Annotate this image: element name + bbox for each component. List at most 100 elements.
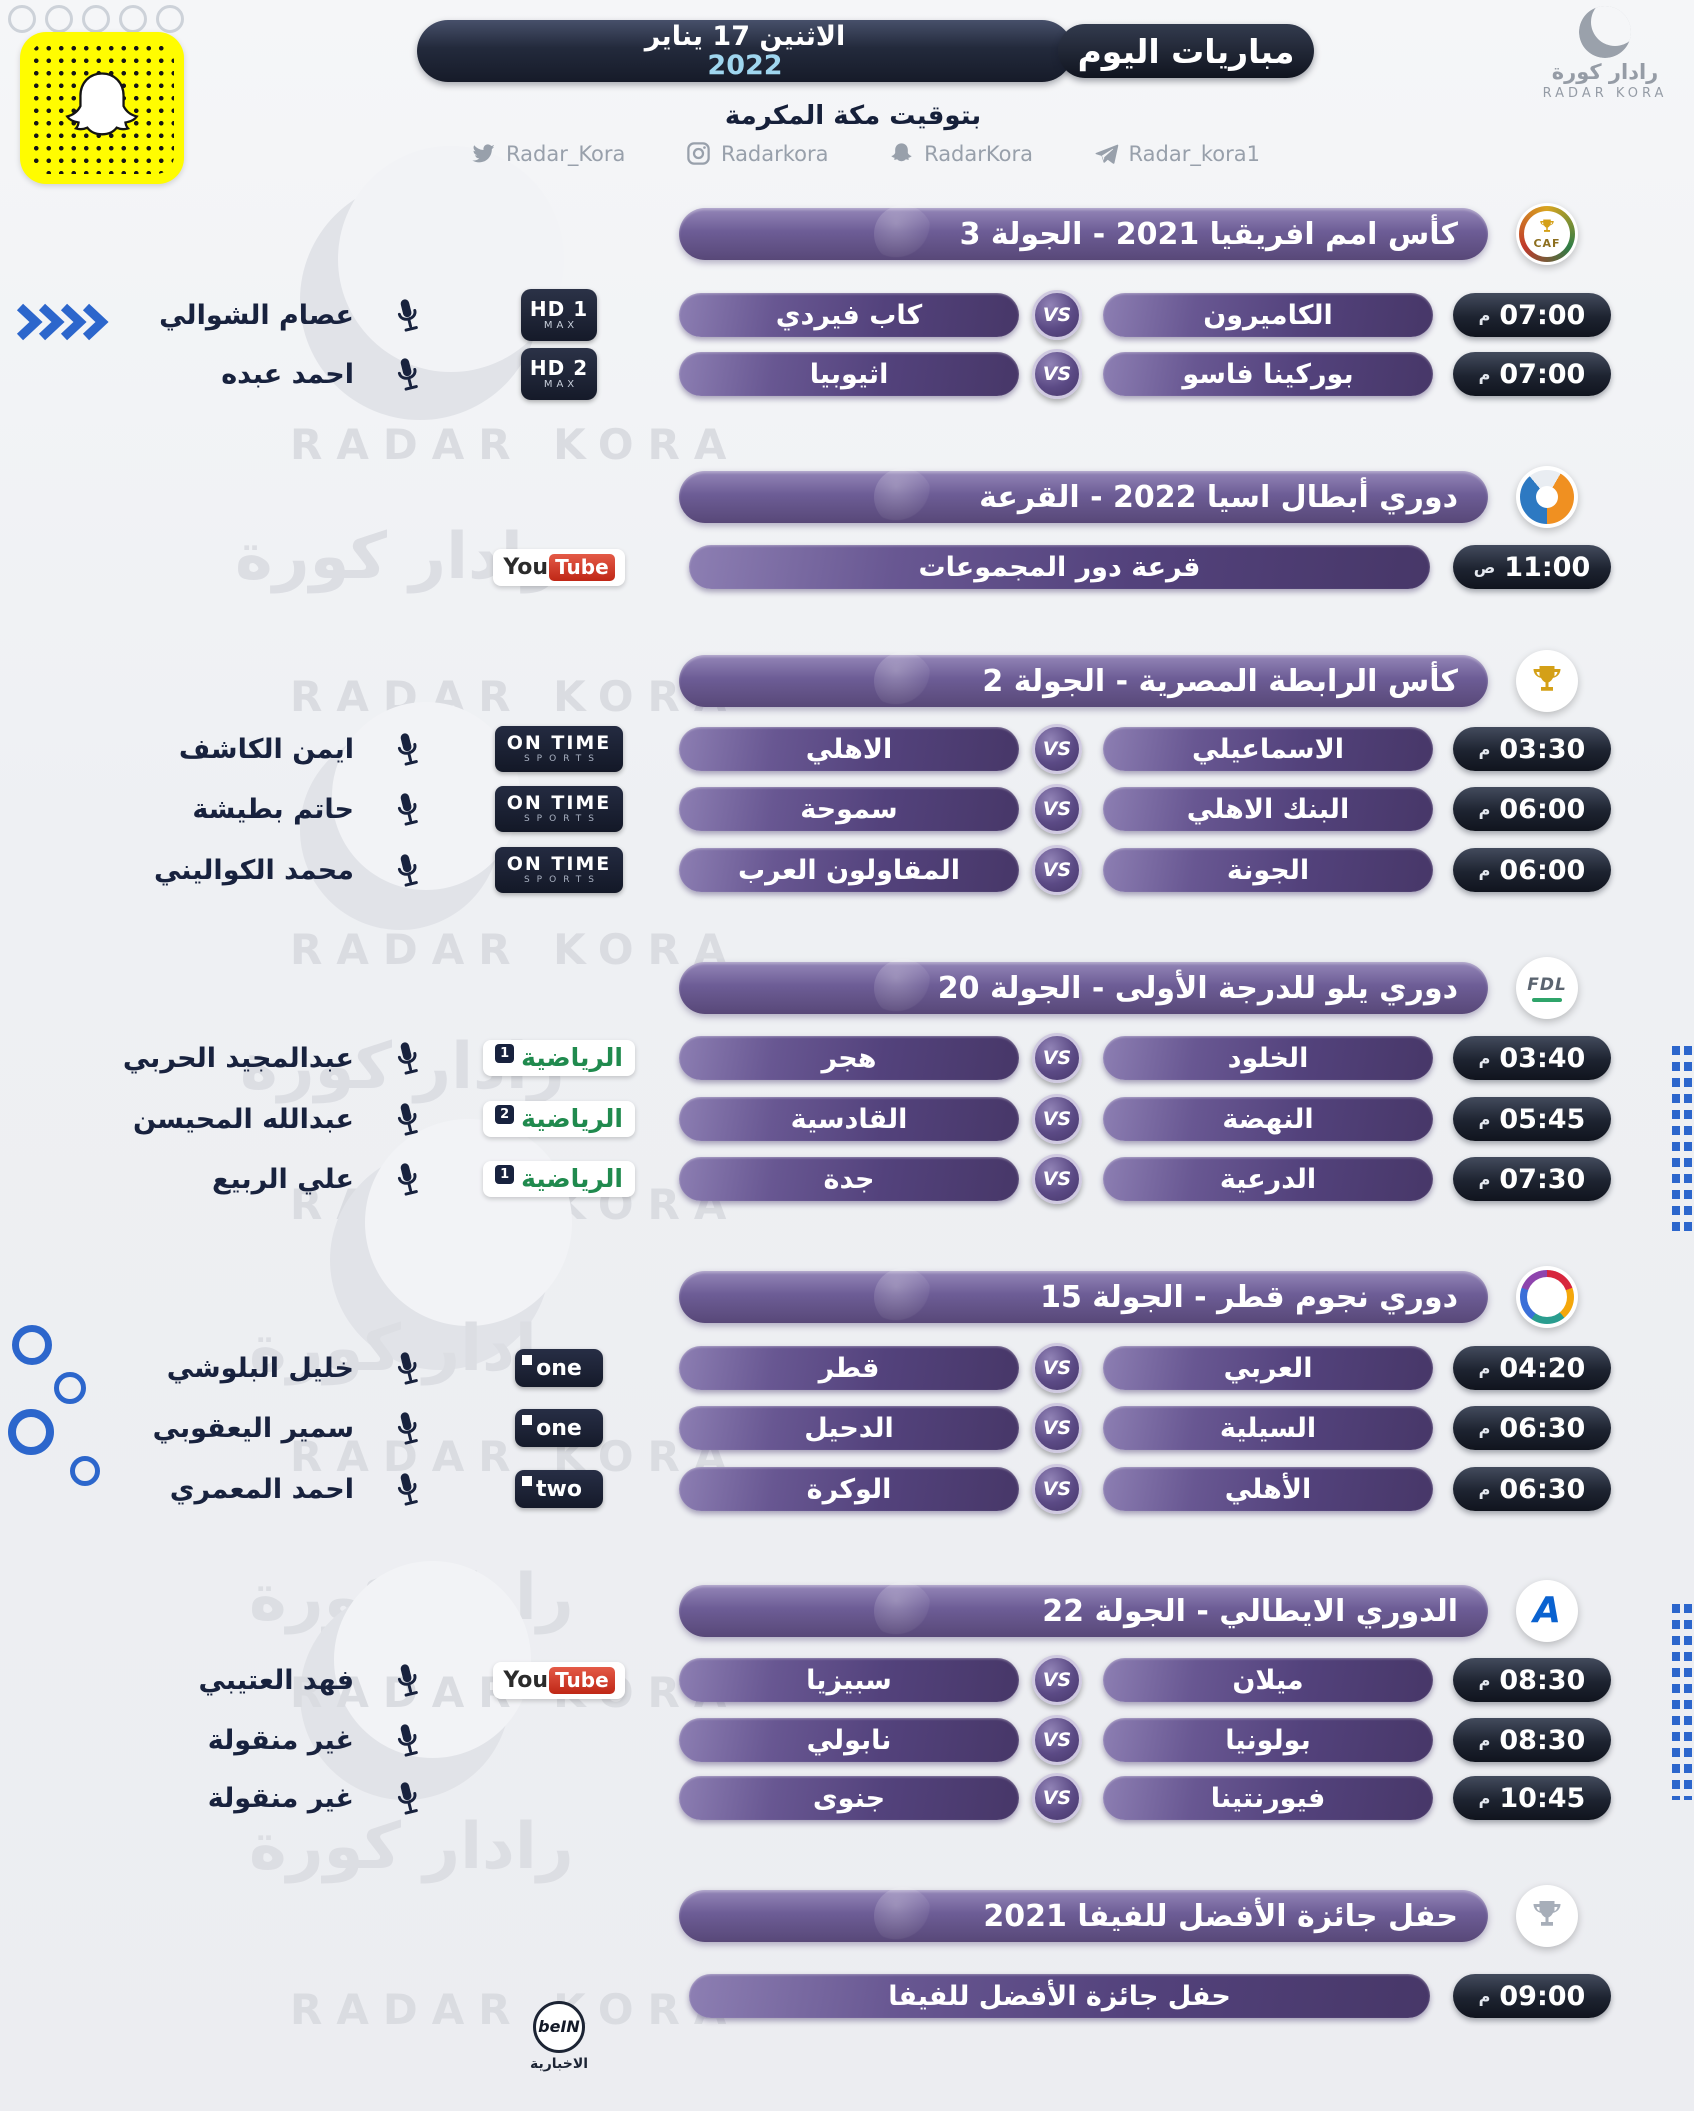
section-header-bar: دوري يلو للدرجة الأولى - الجولة 20 <box>679 959 1488 1017</box>
vs-badge: VS <box>1032 845 1082 895</box>
yt-tube: Tube <box>549 1666 615 1694</box>
channel-number: 2 <box>495 1105 515 1124</box>
team-home: الأهلي <box>1103 1467 1433 1511</box>
serie-a-letter: A <box>1533 1590 1561 1631</box>
watermark-text-ar: رادار كورة <box>249 1810 574 1884</box>
time-pill: م 06:00 <box>1453 787 1611 831</box>
caf-text: CAF <box>1533 237 1561 250</box>
team-away: جنوى <box>679 1776 1019 1820</box>
time-value: 03:30 <box>1499 733 1586 765</box>
time-value: 06:00 <box>1499 793 1586 825</box>
qsl-logo <box>1516 1266 1578 1328</box>
fdl-text: FDL <box>1527 974 1567 995</box>
vs-badge: VS <box>1032 724 1082 774</box>
mic-icon <box>386 847 429 896</box>
section-header-bar: كأس امم افريقيا 2021 - الجولة 3 <box>679 205 1488 263</box>
channel-sub: MAX <box>543 379 579 390</box>
watermark-text-en: RADAR KORA <box>290 420 741 469</box>
broadcast-status: غير منقولة <box>207 1724 354 1756</box>
mic-icon <box>386 1345 429 1394</box>
team-away: كاب فيردي <box>679 293 1019 337</box>
vs-badge: VS <box>1032 1773 1082 1823</box>
snapchat-handle-text: RadarKora <box>924 141 1033 166</box>
section-title: دوري نجوم قطر - الجولة 15 <box>1040 1279 1458 1315</box>
channel-logo: one <box>494 1402 624 1454</box>
team-away: نابولي <box>679 1718 1019 1762</box>
vs-badge: VS <box>1032 290 1082 340</box>
fdl-underline <box>1532 997 1562 1002</box>
team-home: النهضة <box>1103 1097 1433 1141</box>
team-away: الوكرة <box>679 1467 1019 1511</box>
time-value: 07:30 <box>1499 1163 1586 1195</box>
channel-sub: SPORTS <box>523 875 602 885</box>
time-period: م <box>1478 1109 1491 1129</box>
channel-logo: one <box>494 1342 624 1394</box>
time-period: م <box>1478 799 1491 819</box>
mic-icon <box>386 1035 429 1084</box>
mic-icon <box>386 1717 429 1766</box>
commentator-name: سمير اليعقوبي <box>152 1412 354 1444</box>
timezone-note: بتوقيت مكة المكرمة <box>724 101 982 131</box>
team-home: الخلود <box>1103 1036 1433 1080</box>
time-period: م <box>1478 1048 1491 1068</box>
team-home: بولونيا <box>1103 1718 1433 1762</box>
alkass-one-logo: one <box>515 1349 603 1387</box>
circle-decoration <box>54 1372 86 1404</box>
commentator-name: خليل البلوشي <box>166 1352 354 1384</box>
channel-sub: MAX <box>543 320 579 331</box>
time-period: م <box>1478 860 1491 880</box>
time-value: 04:20 <box>1499 1352 1586 1384</box>
team-away: اثيوبيا <box>679 352 1019 396</box>
team-away: المقاولون العرب <box>679 848 1019 892</box>
chevrons-decoration <box>12 300 112 348</box>
date-banner: الاثنين 17 يناير 2022 <box>417 20 1073 82</box>
vs-badge: VS <box>1032 1655 1082 1705</box>
team-away: هجر <box>679 1036 1019 1080</box>
trophy-icon <box>1540 219 1554 232</box>
watermark-text-en: RADAR KORA <box>290 925 741 974</box>
time-period: م <box>1478 1986 1491 2006</box>
team-home: الدرعية <box>1103 1157 1433 1201</box>
yt-tube: Tube <box>549 553 615 581</box>
time-period: م <box>1478 1730 1491 1750</box>
time-period: م <box>1478 1788 1491 1808</box>
mic-icon <box>386 351 429 400</box>
time-period: م <box>1478 305 1491 325</box>
snapchat-qr-code <box>20 32 184 184</box>
team-home: ميلان <box>1103 1658 1433 1702</box>
commentator-name: عصام الشوالي <box>159 299 354 331</box>
channel-logo: two <box>494 1463 624 1515</box>
mic-icon <box>386 1775 429 1824</box>
team-home: الجونة <box>1103 848 1433 892</box>
commentator-name: عبدالله المحيسن <box>133 1103 354 1135</box>
time-period: ص <box>1473 557 1496 577</box>
team-home: العربي <box>1103 1346 1433 1390</box>
channel-name: HD 2 <box>529 356 589 380</box>
fdl-logo: FDL <box>1516 957 1578 1019</box>
broadcast-status: غير منقولة <box>207 1782 354 1814</box>
mic-icon <box>386 1657 429 1706</box>
watermark-text-en: RADAR KORA <box>290 1432 741 1481</box>
vs-badge: VS <box>1032 349 1082 399</box>
section-header-bar: دوري أبطال اسيا 2022 - القرعة <box>679 468 1488 526</box>
watermark-text-en: RADAR KORA <box>290 1985 741 2034</box>
